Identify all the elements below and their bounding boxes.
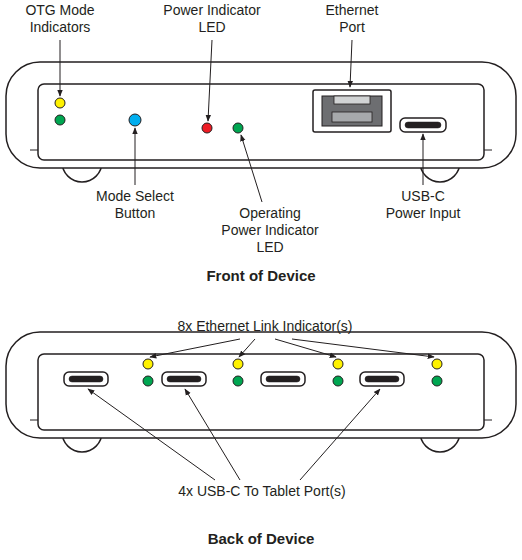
view-caption: Back of Device xyxy=(151,530,371,547)
callout-label: USB-C Power Input xyxy=(383,188,463,222)
label-position: Front of Device xyxy=(151,267,371,284)
callout-label: 4x USB-C To Tablet Port(s) xyxy=(142,483,382,500)
label-position: Back of Device xyxy=(151,530,371,547)
callout-label: Mode Select Button xyxy=(90,188,180,222)
front-leaders xyxy=(60,40,423,202)
callout-label: 8x Ethernet Link Indicator(s) xyxy=(145,318,385,335)
label-position: Mode Select Button xyxy=(90,188,180,222)
label-position: USB-C Power Input xyxy=(383,188,463,222)
callout-label: OTG Mode Indicators xyxy=(20,2,100,36)
callout-label: Power Indicator LED xyxy=(162,2,263,36)
label-position: OTG Mode Indicators xyxy=(20,2,100,36)
label-position: Power Indicator LED xyxy=(162,2,263,36)
view-caption: Front of Device xyxy=(151,267,371,284)
callout-label: Ethernet Port xyxy=(317,2,387,36)
label-position: Ethernet Port xyxy=(317,2,387,36)
callout-label: Operating Power Indicator LED xyxy=(220,205,321,256)
back-device xyxy=(6,332,516,452)
label-position: Operating Power Indicator LED xyxy=(220,205,321,256)
label-position: 4x USB-C To Tablet Port(s) xyxy=(142,483,382,500)
back-leaders xyxy=(88,339,434,480)
front-device xyxy=(6,62,516,182)
label-position: 8x Ethernet Link Indicator(s) xyxy=(145,318,385,335)
